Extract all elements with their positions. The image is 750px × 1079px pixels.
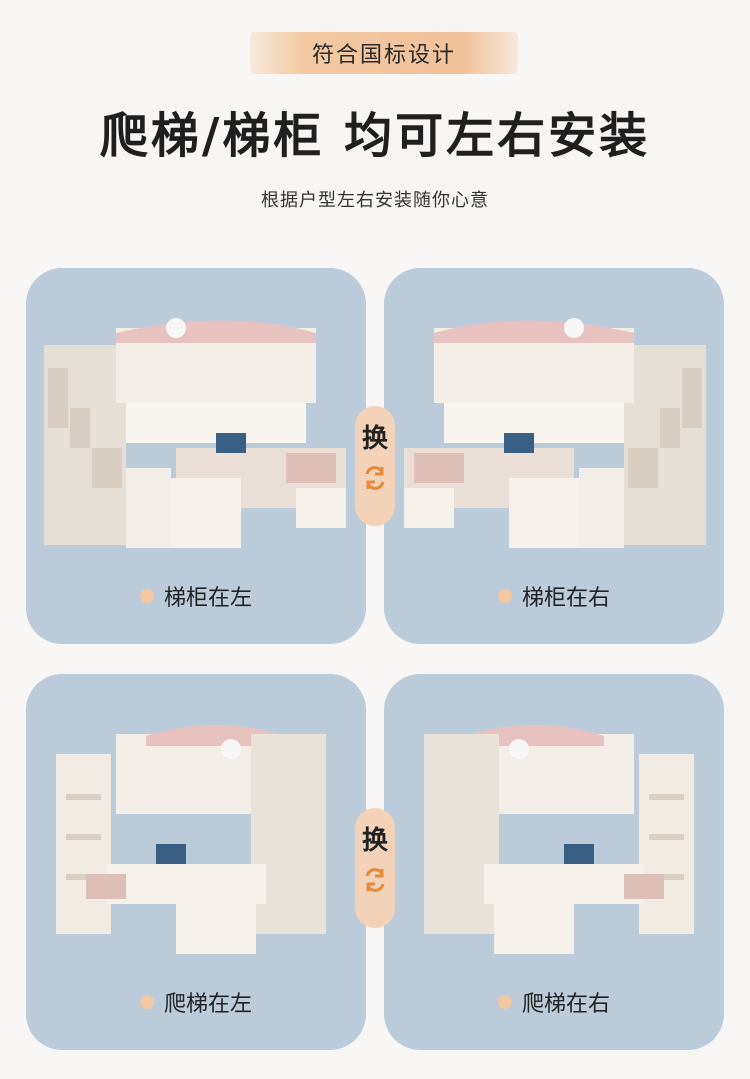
- swap-badge: 换: [355, 406, 395, 526]
- bunk-bed-stair-right-image: [404, 318, 706, 548]
- option-label: 梯柜在右: [384, 580, 724, 612]
- option-card-staircase-left: 梯柜在左: [26, 268, 366, 644]
- bullet-dot-icon: [497, 995, 512, 1009]
- bunk-bed-ladder-left-image: [56, 725, 326, 954]
- option-label: 梯柜在左: [26, 580, 366, 612]
- option-card-ladder-right: 爬梯在右: [384, 674, 724, 1050]
- option-label-text: 爬梯在左: [163, 992, 252, 1017]
- option-label-text: 爬梯在右: [521, 992, 610, 1017]
- option-label-text: 梯柜在右: [521, 586, 610, 611]
- option-label: 爬梯在右: [384, 986, 724, 1018]
- page-title: 爬梯/梯柜 均可左右安装: [99, 108, 651, 164]
- option-label: 爬梯在左: [26, 986, 366, 1018]
- bullet-dot-icon: [139, 995, 154, 1009]
- bullet-dot-icon: [139, 589, 154, 603]
- swap-label: 换: [361, 826, 388, 856]
- option-card-staircase-right: 梯柜在右: [384, 268, 724, 644]
- bunk-bed-ladder-right-image: [424, 725, 694, 954]
- bullet-dot-icon: [497, 589, 512, 603]
- swap-label: 换: [361, 424, 388, 454]
- option-card-ladder-left: 爬梯在左: [26, 674, 366, 1050]
- header-badge: 符合国标设计: [250, 32, 518, 74]
- swap-badge: 换: [355, 808, 395, 928]
- option-label-text: 梯柜在左: [163, 586, 252, 611]
- bunk-bed-stair-left-image: [44, 318, 346, 548]
- page-subtitle: 根据户型左右安装随你心意: [261, 190, 489, 211]
- swap-arrows-icon: [365, 868, 385, 892]
- swap-arrows-icon: [365, 466, 385, 490]
